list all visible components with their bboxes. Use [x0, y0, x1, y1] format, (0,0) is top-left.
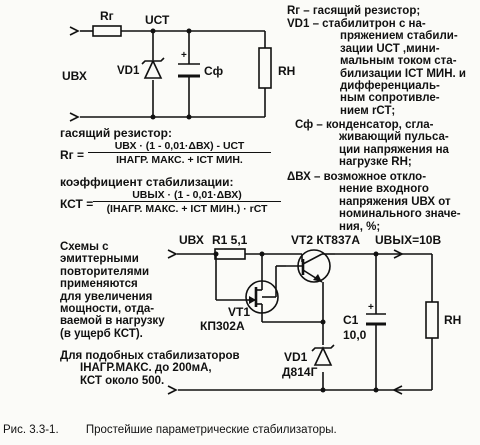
cap-plus-label-1: + — [181, 50, 187, 61]
vt1-part-label: КП302А — [200, 319, 245, 333]
cf-label: Cф — [204, 64, 224, 78]
legend-cf-line: живающий пульса- — [339, 131, 449, 144]
zener-diode-vd1-symbol — [141, 57, 165, 79]
transistor-vt1-symbol — [245, 265, 286, 314]
rn-label-2: RН — [444, 313, 462, 327]
legend-dvx-line: ΔВХ – возможное откло- — [287, 171, 427, 183]
legend-cf-line: Сф – конденсатор, сгла- — [295, 119, 434, 131]
zener-diode-vd1-symbol-2 — [311, 344, 335, 366]
rg-formula-lhs: Rг = — [60, 148, 85, 162]
kst-formula-lhs: КСТ = — [60, 197, 94, 211]
rg-label: Rг — [100, 9, 114, 23]
vt2-emitter-arrow — [313, 274, 322, 282]
legend-vd1-line: билизации IСТ МИН. и — [340, 67, 466, 80]
legend-cf: Сф – конденсатор, сгла- живающий пульса-… — [295, 119, 449, 169]
figure-number: Рис. 3.3-1. — [3, 424, 59, 436]
legend-dvx-line: нение входного — [339, 183, 429, 196]
legend-vd1-line: ным сопротивле- — [340, 92, 440, 105]
legend-vd1-line: дифференциаль- — [340, 80, 440, 93]
input-terminal-arrows — [69, 26, 80, 122]
legend-vd1-line: пряжением стабили- — [340, 30, 458, 43]
vt1-label: VT1 — [228, 305, 251, 319]
legend-vd1-line: мальным током ста- — [340, 55, 457, 68]
kst-formula-fraction: UВЫХ · (1 - 0,01·ΔВХ) (IНАГР. МАКС. + IС… — [93, 189, 281, 215]
legend-rg-line: Rг – гасящий резистор; — [287, 5, 421, 17]
figure-caption: Рис. 3.3-1. Простейшие параметрические с… — [3, 424, 337, 436]
emitter-follower-note: Схемы с эмиттерными повторителями примен… — [60, 241, 165, 340]
kst-formula-denominator: (IНАГР. МАКС. + IСТ МИН.) · rСТ — [106, 203, 268, 215]
legend-vd1-line: нием rСТ; — [340, 104, 396, 117]
note-line: эмиттерными — [60, 253, 139, 266]
transistor-vt2-symbol — [286, 249, 331, 300]
legend-dvx: ΔВХ – возможное откло- нение входного на… — [287, 171, 461, 233]
note-line: мощности, отда- — [60, 303, 155, 316]
legend-vd1: VD1 – стабилитрон с на- пряжением стабил… — [287, 18, 466, 117]
note-line: Схемы с — [60, 241, 109, 253]
rg-formula-fraction: UВХ · (1 - 0,01·ΔВХ) - UСТ IНАГР. МАКС. … — [88, 140, 271, 166]
ust-label: UСТ — [145, 13, 170, 27]
note-line: Для подобных стабилизаторов — [60, 350, 240, 362]
legend-cf-line: ции напряжения на — [339, 143, 449, 156]
vd1-part-label: Д814Г — [282, 365, 318, 379]
legend-cf-line: нагрузке RН; — [339, 156, 412, 169]
legend-dvx-line: напряжения UВХ от — [339, 195, 451, 208]
rg-formula-heading: гасящий резистор: — [60, 126, 172, 140]
current-limits-note: Для подобных стабилизаторов IНАГР.МАКС. … — [60, 350, 240, 387]
input-terminal-arrows-2 — [167, 249, 404, 395]
rg-formula-numerator: UВХ · (1 - 0,01·ΔВХ) - UСТ — [88, 140, 271, 153]
vd1-label-1: VD1 — [117, 65, 140, 77]
figure-caption-text: Простейшие параметрические стабилизаторы… — [85, 424, 337, 436]
note-line: ваемой в нагрузку — [60, 315, 165, 328]
kst-formula-heading: коэффициент стабилизации: — [60, 175, 234, 189]
uvyx-label: UВЫХ=10В — [375, 233, 442, 247]
rn-label-1: RН — [278, 64, 296, 78]
note-line: для увеличения — [60, 290, 153, 303]
vt2-label: VT2 КТ837А — [291, 233, 360, 247]
legend-vd1-line: зации UСТ ,мини- — [340, 42, 440, 55]
cap-plus-label-2: + — [368, 302, 374, 313]
c1-value-label: 10,0 — [343, 328, 367, 342]
note-line: повторителями — [60, 265, 150, 278]
rg-formula-denominator: IНАГР. МАКС. + IСТ МИН. — [116, 154, 243, 166]
legend-rg: Rг – гасящий резистор; — [287, 5, 420, 17]
vt1-gate-arrow — [249, 296, 256, 304]
legend-dvx-line: номинального значе- — [339, 208, 461, 221]
kst-formula-numerator: UВЫХ · (1 - 0,01·ΔВХ) — [93, 189, 281, 202]
note-line: (в ущерб КСТ). — [60, 327, 143, 340]
c1-label: C1 — [343, 313, 359, 327]
uvx-label-2: UВХ — [179, 233, 204, 247]
legend-vd1-line: VD1 – стабилитрон с на- — [287, 18, 426, 30]
note-line: КСТ около 500. — [80, 374, 165, 387]
uvx-label-1: UВХ — [62, 69, 87, 83]
vd1-label-2: VD1 — [284, 350, 308, 364]
r1-label: R1 5,1 — [212, 233, 248, 247]
note-line: IНАГР.МАКС. до 200мА, — [80, 362, 212, 375]
note-line: применяются — [60, 278, 138, 291]
legend-dvx-line: ния, %; — [339, 220, 381, 233]
